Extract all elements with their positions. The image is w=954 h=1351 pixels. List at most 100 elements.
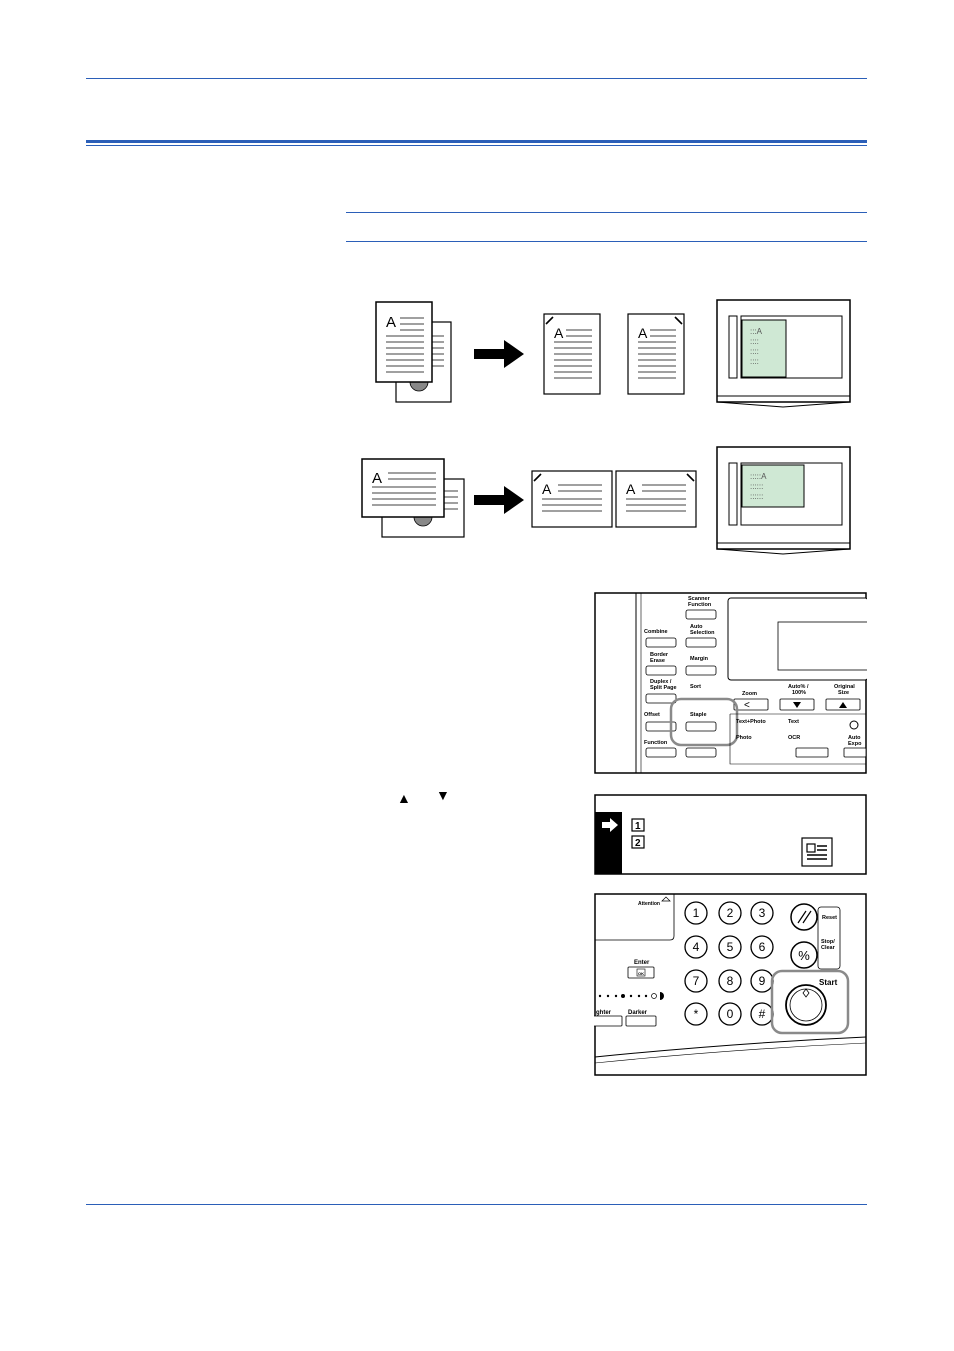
function-label: Function	[644, 740, 668, 746]
stop-clear-label: Stop/Clear	[821, 939, 836, 951]
portrait-staple-illustration: A A A :::A :::: :::: ::::	[375, 299, 851, 408]
combine-button[interactable]	[645, 637, 677, 648]
key-label: 5	[727, 940, 734, 954]
triangle-down-icon	[793, 702, 801, 708]
auto-selection-button[interactable]	[685, 637, 717, 648]
section-rule-top	[346, 212, 867, 213]
footer-rule	[86, 1204, 867, 1205]
enter-label: Enter	[634, 960, 650, 966]
svg-text:::::: ::::	[750, 337, 759, 346]
ocr-label: OCR	[788, 735, 800, 741]
key-8[interactable]	[718, 969, 742, 993]
attention-icon	[661, 896, 671, 902]
lighter-button[interactable]	[594, 1015, 623, 1027]
section-rule-bottom	[346, 241, 867, 242]
darker-label: Darker	[628, 1010, 648, 1016]
text-label: Text	[788, 719, 799, 725]
header-rule	[86, 78, 867, 79]
staple-label: Staple	[690, 712, 707, 718]
ok-label: OK	[638, 971, 644, 976]
page-glyph: A	[372, 470, 382, 487]
triangle-up-icon	[839, 702, 847, 708]
key-7[interactable]	[684, 969, 708, 993]
staple-button[interactable]	[685, 721, 717, 732]
less-than-icon: <	[744, 700, 750, 711]
zoom-label: Zoom	[742, 691, 757, 697]
triangle-up-icon: ▲	[397, 790, 411, 806]
page-glyph: A	[386, 314, 396, 331]
key-label: 0	[727, 1007, 734, 1021]
photo-label: Photo	[736, 735, 752, 741]
start-highlight	[770, 969, 850, 1035]
key-label: 3	[759, 906, 766, 920]
auto-expo-icon	[849, 720, 859, 730]
offset-label: Offset	[644, 712, 660, 718]
offset-button[interactable]	[645, 721, 677, 732]
svg-text:::::: ::::	[750, 357, 759, 366]
arrow-right-icon	[474, 486, 524, 514]
staple-highlight	[669, 697, 739, 747]
page-glyph: A	[542, 481, 552, 497]
reset-label: Reset	[822, 915, 837, 921]
display-panel-illustration: 1 2	[594, 794, 867, 875]
triangle-down-icon: ▼	[436, 787, 450, 803]
percent-icon: %	[798, 948, 810, 963]
key-1[interactable]	[684, 901, 708, 925]
display-option-1: 1	[635, 821, 641, 832]
svg-text:::::: ::::	[750, 347, 759, 356]
exposure-button[interactable]	[795, 747, 829, 758]
title-rule	[86, 140, 867, 143]
darker-button[interactable]	[625, 1015, 657, 1027]
page-glyph: A	[626, 481, 636, 497]
key-2[interactable]	[718, 901, 742, 925]
key-label: 7	[693, 974, 700, 988]
page-glyph: A	[638, 325, 648, 341]
reset-button[interactable]	[790, 903, 818, 931]
key-label: 9	[759, 974, 766, 988]
svg-text::::::A: :::::A	[750, 472, 767, 481]
page-glyph: A	[554, 325, 564, 341]
margin-button[interactable]	[685, 665, 717, 676]
start-label: Start	[819, 978, 838, 987]
attention-label: Attention	[638, 901, 660, 907]
key-5[interactable]	[718, 935, 742, 959]
key-label: *	[694, 1007, 699, 1021]
duplex-label: Duplex /Split Page	[650, 679, 677, 691]
key-label: 2	[727, 906, 734, 920]
exposure-button-2[interactable]	[843, 747, 867, 758]
svg-text:::::::: ::::::	[750, 492, 763, 501]
program-button[interactable]	[685, 747, 717, 758]
key-label: 6	[759, 940, 766, 954]
key-4[interactable]	[684, 935, 708, 959]
arrow-right-icon	[602, 818, 618, 832]
sort-label: Sort	[690, 684, 701, 690]
function-button[interactable]	[645, 747, 677, 758]
lighter-label: ghter	[596, 1010, 612, 1016]
start-icon	[802, 988, 810, 998]
key-label: #	[759, 1007, 766, 1021]
zoom-down-button[interactable]	[733, 698, 769, 711]
key-label: 1	[693, 906, 700, 920]
keypad-illustration: Attention Enter OK ghter Darker 1 2 3 4 …	[594, 893, 867, 1076]
key-label: 4	[693, 940, 700, 954]
key-0[interactable]	[718, 1002, 742, 1026]
border-erase-button[interactable]	[645, 665, 677, 676]
text-photo-label: Text+Photo	[736, 719, 766, 725]
stop-clear-button[interactable]	[790, 941, 818, 969]
arrow-right-icon	[474, 340, 524, 368]
key-3[interactable]	[750, 901, 774, 925]
landscape-staple-illustration: A A A :::::A :::::: ::::::	[361, 446, 851, 555]
key-asterisk[interactable]	[684, 1002, 708, 1026]
scanner-function-button[interactable]	[685, 609, 717, 620]
duplex-button[interactable]	[645, 693, 677, 704]
auto-100-label: Auto% /100%	[788, 684, 809, 696]
key-label: 8	[727, 974, 734, 988]
display-option-2: 2	[635, 838, 641, 849]
margin-label: Margin	[690, 656, 709, 662]
key-6[interactable]	[750, 935, 774, 959]
